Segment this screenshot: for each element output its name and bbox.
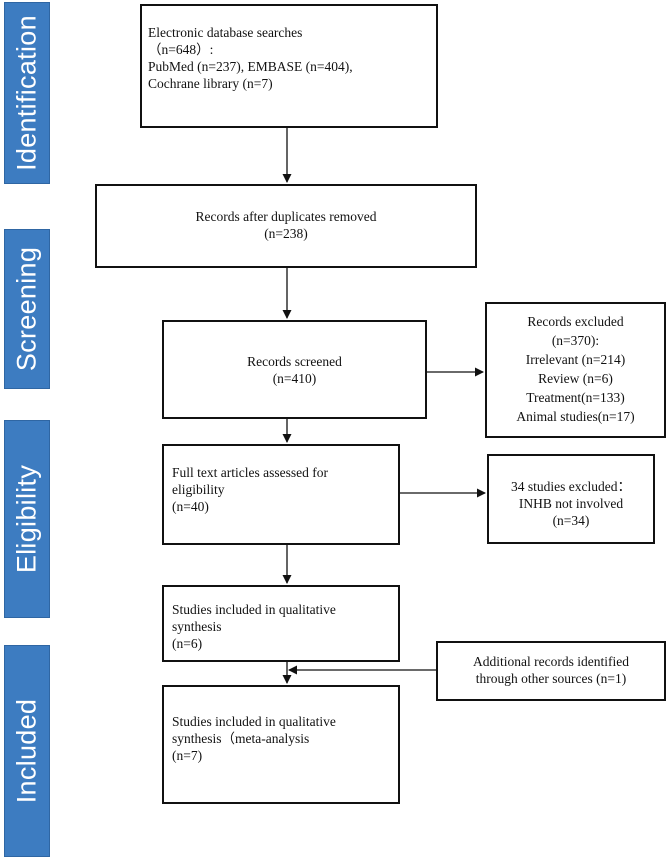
box-studies-excluded: 34 studies excluded： INHB not involved (…	[487, 454, 655, 544]
text-database-searches-pubmed-embase: PubMed (n=237), EMBASE (n=404),	[148, 59, 353, 74]
text-full-text-title: Full text articles assessed for	[172, 465, 328, 480]
text-duplicates-removed-title: Records after duplicates removed	[195, 209, 377, 224]
text-studies-excluded-reason: INHB not involved	[518, 496, 624, 511]
text-qualitative-title: Studies included in qualitative	[172, 602, 336, 617]
text-qualitative-count: (n=6)	[172, 636, 203, 651]
box-full-text-assessed: Full text articles assessed for eligibil…	[162, 444, 400, 545]
box-qualitative-synthesis: Studies included in qualitative synthesi…	[162, 585, 400, 662]
text-duplicates-removed-count: (n=238)	[264, 226, 308, 241]
phase-screening: Screening	[4, 229, 50, 389]
text-records-excluded-total: (n=370):	[551, 333, 600, 348]
box-database-searches: Electronic database searches （n=648）: Pu…	[140, 4, 438, 128]
text-qualitative-synthesis: synthesis	[172, 619, 222, 634]
box-meta-analysis: Studies included in qualitative synthesi…	[162, 685, 400, 804]
text-meta-synthesis: synthesis（meta-analysis	[172, 731, 310, 746]
text-records-excluded-title: Records excluded	[527, 314, 624, 329]
text-records-screened-count: (n=410)	[272, 371, 317, 386]
text-additional-records-line2: through other sources (n=1)	[475, 671, 627, 686]
box-records-screened: Records screened (n=410)	[162, 320, 427, 419]
text-full-text-count: (n=40)	[172, 499, 209, 514]
text-additional-records-line1: Additional records identified	[473, 654, 629, 669]
text-meta-title: Studies included in qualitative	[172, 714, 336, 729]
text-records-excluded-irrelevant: Irrelevant (n=214)	[525, 352, 626, 367]
text-records-excluded-review: Review (n=6)	[538, 371, 613, 386]
text-full-text-eligibility: eligibility	[172, 482, 225, 497]
box-additional-records: Additional records identified through ot…	[436, 641, 666, 701]
phase-included: Included	[4, 645, 50, 857]
box-duplicates-removed: Records after duplicates removed (n=238)	[95, 184, 477, 268]
text-records-excluded-animal: Animal studies(n=17)	[516, 409, 635, 424]
text-records-screened-title: Records screened	[247, 354, 342, 369]
text-meta-count: (n=7)	[172, 748, 203, 763]
text-database-searches-title: Electronic database searches	[148, 25, 303, 40]
text-database-searches-cochrane: Cochrane library (n=7)	[148, 76, 273, 91]
text-database-searches-total: （n=648）:	[148, 42, 214, 57]
box-records-excluded: Records excluded (n=370): Irrelevant (n=…	[485, 302, 666, 438]
text-records-excluded-treatment: Treatment(n=133)	[526, 390, 625, 405]
phase-identification: Identification	[4, 2, 50, 184]
text-studies-excluded-count: (n=34)	[552, 513, 590, 528]
phase-eligibility: Eligibility	[4, 420, 50, 618]
text-studies-excluded-title: 34 studies excluded：	[511, 479, 631, 494]
